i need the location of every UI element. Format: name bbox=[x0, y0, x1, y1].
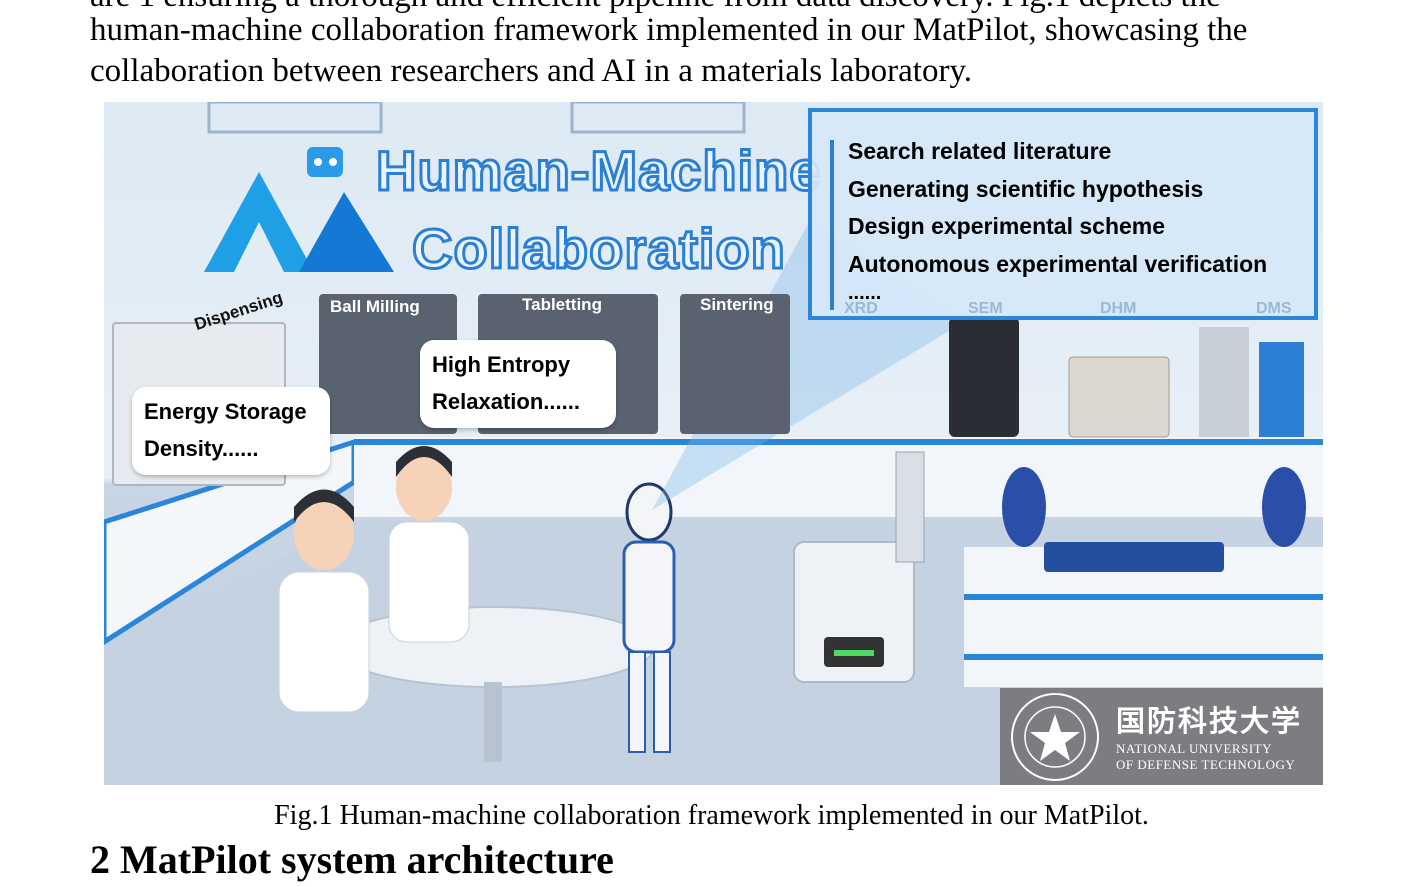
lab-background-art bbox=[104, 102, 1323, 785]
paragraph-cut-line: are 1 ensuring a thorough and efficient … bbox=[90, 0, 1221, 15]
paragraph-line-2: collaboration between researchers and AI… bbox=[90, 53, 973, 89]
machine-label-sintering: Sintering bbox=[700, 295, 774, 314]
task-item: Design experimental scheme bbox=[848, 213, 1166, 239]
bubble-right-line-1: High Entropy bbox=[432, 352, 571, 377]
bubble-left-line-1: Energy Storage bbox=[144, 399, 307, 424]
task-item: ...... bbox=[848, 282, 882, 304]
speech-bubble-right: High Entropy Relaxation...... bbox=[420, 340, 616, 428]
university-name-en-2: OF DEFENSE TECHNOLOGY bbox=[1116, 757, 1296, 772]
task-item: Search related literature bbox=[848, 138, 1112, 164]
instrument-label-sem: SEM bbox=[968, 300, 1003, 317]
machine-sintering bbox=[680, 294, 790, 434]
speech-bubble-left: Energy Storage Density...... bbox=[132, 387, 330, 475]
paragraph-line-1: human-machine collaboration framework im… bbox=[90, 12, 1248, 48]
task-panel-bar bbox=[830, 140, 834, 310]
figure-title-line-1: Human-Machine bbox=[375, 138, 822, 204]
instrument-label-xrd: XRD bbox=[844, 300, 878, 317]
machine-label-tabletting: Tabletting bbox=[522, 295, 602, 314]
task-item: Autonomous experimental verification bbox=[848, 251, 1268, 277]
university-logo: 国防科技大学 NATIONAL UNIVERSITY OF DEFENSE TE… bbox=[1000, 688, 1323, 785]
section-heading: 2 MatPilot system architecture bbox=[90, 837, 614, 882]
task-panel: Search related literature Generating sci… bbox=[808, 108, 1318, 320]
instrument-label-dhm: DHM bbox=[1100, 300, 1137, 317]
university-name-en-1: NATIONAL UNIVERSITY bbox=[1116, 741, 1272, 756]
task-item: Generating scientific hypothesis bbox=[848, 176, 1204, 202]
bubble-right-line-2: Relaxation...... bbox=[432, 389, 580, 414]
university-name-cn: 国防科技大学 bbox=[1116, 704, 1303, 738]
figure-title-line-2: Collaboration bbox=[411, 216, 787, 282]
university-seal-icon bbox=[1011, 693, 1099, 781]
figure-caption: Fig.1 Human-machine collaboration framew… bbox=[274, 800, 1149, 831]
figure-illustration: Human-Machine Collaboration Dispensing B… bbox=[104, 102, 1323, 785]
body-paragraph: human-machine collaboration framework im… bbox=[90, 10, 1340, 92]
instrument-label-dms: DMS bbox=[1256, 300, 1292, 317]
machine-label-ball-milling: Ball Milling bbox=[330, 297, 420, 316]
bubble-left-line-2: Density...... bbox=[144, 436, 259, 461]
